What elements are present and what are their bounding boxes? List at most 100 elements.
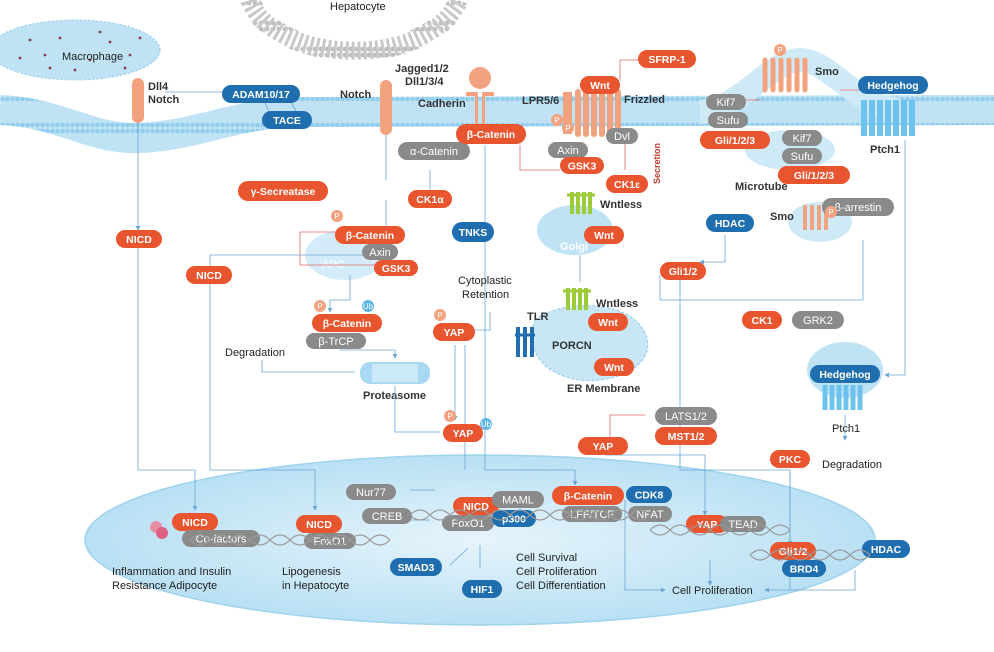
dll134-label: Dll1/3/4 bbox=[405, 76, 444, 88]
svg-text:Axin: Axin bbox=[557, 145, 578, 157]
svg-text:Axin: Axin bbox=[369, 247, 390, 259]
lpr-frizzled-receptor: LPR5/6 Frizzled bbox=[522, 89, 665, 137]
svg-text:Hedgehog: Hedgehog bbox=[819, 369, 870, 381]
svg-text:CK1: CK1 bbox=[751, 315, 772, 327]
hif1-pill: HIF1 bbox=[462, 580, 502, 598]
jagged-label: Jagged1/2 bbox=[395, 63, 449, 75]
svg-text:LATS1/2: LATS1/2 bbox=[665, 411, 707, 423]
prolif-label: Cell Proliferation bbox=[672, 585, 753, 597]
smad3-pill: SMAD3 bbox=[390, 558, 442, 576]
cadherin-label: Cadherin bbox=[418, 98, 466, 110]
svg-text:P: P bbox=[828, 208, 833, 217]
golgi-label: Golgi bbox=[560, 241, 588, 253]
svg-text:α-Catenin: α-Catenin bbox=[410, 146, 458, 158]
p-badge-6: P bbox=[562, 122, 574, 134]
dna-strands bbox=[189, 509, 871, 561]
jagged-notch-receptor: Notch Jagged1/2 Dll1/3/4 bbox=[340, 63, 449, 135]
p-badge-2: P bbox=[314, 300, 326, 312]
svg-text:β-Catenin: β-Catenin bbox=[346, 230, 394, 242]
er-membrane-label: ER Membrane bbox=[567, 383, 640, 395]
svg-text:P: P bbox=[317, 302, 322, 311]
svg-text:β-Catenin: β-Catenin bbox=[467, 129, 515, 141]
tnks-pill: TNKS bbox=[452, 222, 494, 242]
cs3-label: Cell Differentiation bbox=[516, 580, 606, 592]
svg-text:YAP: YAP bbox=[453, 428, 474, 440]
inflam1-label: Inflammation and Insulin bbox=[112, 566, 231, 578]
degradation2-label: Degradation bbox=[822, 459, 882, 471]
nicd1-pill: NICD bbox=[116, 230, 162, 248]
svg-text:GSK3: GSK3 bbox=[382, 263, 411, 275]
svg-text:HDAC: HDAC bbox=[715, 218, 746, 230]
gsk3-2-pill: GSK3 bbox=[560, 157, 604, 174]
histone-icon bbox=[150, 521, 168, 539]
wnt-er2-pill: Wnt bbox=[594, 358, 634, 376]
kif7-pill: Kif7 bbox=[706, 94, 746, 110]
gsk3-apc-pill: GSK3 bbox=[374, 260, 418, 276]
svg-text:β-Catenin: β-Catenin bbox=[564, 491, 612, 503]
secretion-label: Secretion bbox=[652, 143, 662, 184]
hepatocyte-label: Hepatocyte bbox=[330, 1, 386, 13]
tead-pill: TEAD bbox=[720, 516, 766, 532]
cadherin-receptor: Cadherin bbox=[418, 67, 494, 130]
hdac-n-pill: HDAC bbox=[862, 540, 910, 558]
svg-text:P: P bbox=[447, 412, 452, 421]
nicd-a-pill: NICD bbox=[172, 513, 218, 531]
svg-text:ADAM10/17: ADAM10/17 bbox=[232, 89, 290, 101]
nur77-pill: Nur77 bbox=[346, 484, 396, 500]
lats-pill: LATS1/2 bbox=[655, 407, 717, 425]
yap-n-pill: YAP bbox=[686, 515, 728, 533]
sufub-pill: Sufu bbox=[782, 148, 822, 164]
protein-nodes: ADAM10/17TACEα-Cateninβ-Cateninγ-Secreat… bbox=[116, 44, 928, 598]
svg-text:NICD: NICD bbox=[306, 519, 332, 531]
tlr-label: TLR bbox=[527, 311, 548, 323]
yap-ub-pill: YAP bbox=[443, 424, 483, 442]
cdk8-pill: CDK8 bbox=[626, 486, 672, 503]
svg-text:Nur77: Nur77 bbox=[356, 487, 386, 499]
svg-text:CK1ε: CK1ε bbox=[614, 179, 640, 191]
svg-text:HIF1: HIF1 bbox=[471, 584, 494, 596]
porcn-label: PORCN bbox=[552, 340, 592, 352]
ptch1-2-label: Ptch1 bbox=[832, 423, 860, 435]
ub-badge-1: Ub bbox=[362, 300, 374, 312]
maml-pill: MAML bbox=[492, 491, 544, 508]
svg-text:γ-Secreatase: γ-Secreatase bbox=[251, 186, 316, 198]
btrcp-pill: β-TrCP bbox=[306, 333, 366, 349]
nicd2-pill: NICD bbox=[186, 266, 232, 284]
svg-text:Gli1/2: Gli1/2 bbox=[669, 266, 698, 278]
mst-pill: MST1/2 bbox=[655, 427, 717, 445]
svg-text:Kif7: Kif7 bbox=[793, 133, 812, 145]
gli12-cyt-pill: Gli1/2 bbox=[660, 262, 706, 280]
inflam2-label: Resistance Adipocyte bbox=[112, 580, 217, 592]
dll4-notch-receptor: Dll4 Notch bbox=[132, 78, 179, 123]
hepatocyte-cell: Hepatocyte bbox=[240, 0, 469, 61]
wnt-golgi-pill: Wnt bbox=[584, 226, 624, 244]
svg-text:NICD: NICD bbox=[196, 270, 222, 282]
svg-text:Sufu: Sufu bbox=[791, 151, 814, 163]
smo-top-label: Smo bbox=[815, 66, 839, 78]
svg-text:CDK8: CDK8 bbox=[635, 490, 664, 502]
yap-p-pill: YAP bbox=[433, 323, 475, 341]
cs1-label: Cell Survival bbox=[516, 552, 577, 564]
ck1e-pill: CK1ε bbox=[606, 175, 648, 193]
grk2-pill: GRK2 bbox=[792, 311, 844, 329]
cs2-label: Cell Proliferation bbox=[516, 566, 597, 578]
bcat-apc-pill: β-Catenin bbox=[335, 226, 405, 244]
bcatenin-mem-pill: β-Catenin bbox=[456, 124, 526, 144]
svg-text:GRK2: GRK2 bbox=[803, 315, 833, 327]
sfrp-pill: SFRP-1 bbox=[638, 50, 696, 68]
svg-text:Sufu: Sufu bbox=[717, 115, 740, 127]
wntless1-label: Wntless bbox=[600, 199, 642, 211]
bcat-n-pill: β-Catenin bbox=[552, 486, 624, 505]
p-badge-7: P bbox=[774, 44, 786, 56]
p-badge-8: P bbox=[825, 206, 837, 218]
kif7b-pill: Kif7 bbox=[782, 130, 822, 146]
barrestin-pill: β-arrestin bbox=[822, 198, 894, 216]
svg-text:TNKS: TNKS bbox=[459, 227, 488, 239]
svg-text:Wnt: Wnt bbox=[604, 362, 624, 374]
svg-text:MST1/2: MST1/2 bbox=[668, 431, 705, 443]
gli-b-pill: Gli/1/2/3 bbox=[778, 166, 850, 184]
gsecretase-pill: γ-Secreatase bbox=[238, 181, 328, 201]
hedgehog2-pill: Hedgehog bbox=[810, 365, 880, 383]
svg-text:Hedgehog: Hedgehog bbox=[867, 80, 918, 92]
